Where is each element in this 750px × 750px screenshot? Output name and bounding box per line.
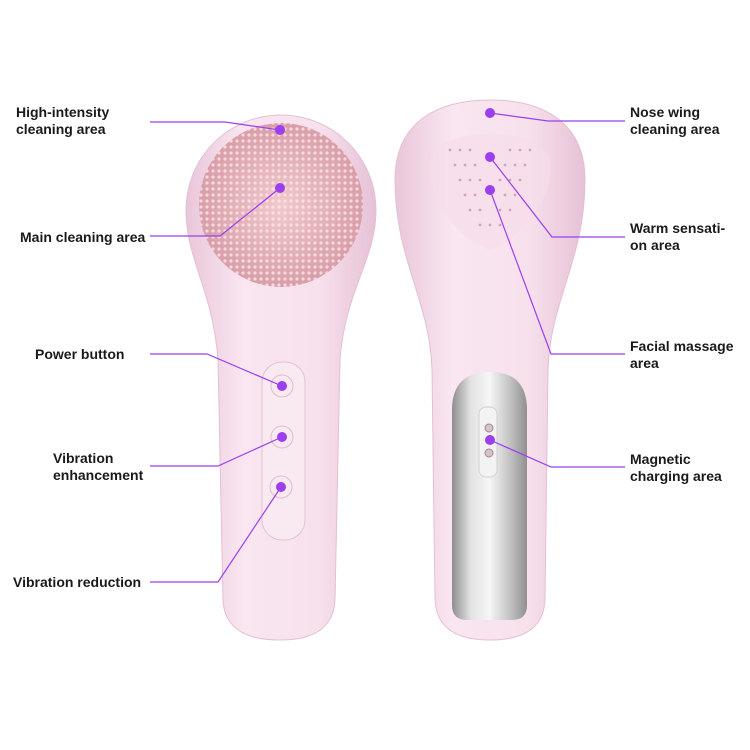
button-panel bbox=[261, 361, 306, 541]
label-magnetic-charging: Magnetic charging area bbox=[630, 451, 722, 484]
leader-lines bbox=[150, 112, 625, 583]
label-main-cleaning: Main cleaning area bbox=[20, 229, 146, 245]
label-nose-wing: Nose wing cleaning area bbox=[630, 104, 720, 137]
label-facial-massage: Facial massage area bbox=[630, 338, 734, 371]
label-vibration-enhancement: Vibration enhancement bbox=[53, 450, 144, 483]
label-vibration-reduction: Vibration reduction bbox=[13, 574, 142, 590]
vibration-down-button bbox=[269, 475, 293, 499]
label-warm-sensation: Warm sensati- on area bbox=[630, 220, 726, 253]
massage-dots bbox=[448, 148, 532, 227]
power-button bbox=[270, 374, 294, 398]
metal-plate bbox=[452, 372, 527, 620]
label-power-button: Power button bbox=[35, 346, 125, 362]
callout-dots bbox=[275, 108, 495, 492]
label-high-intensity: High-intensity cleaning area bbox=[16, 104, 110, 137]
back-device bbox=[394, 99, 586, 641]
front-device bbox=[185, 114, 377, 641]
vibration-up-button bbox=[270, 425, 294, 449]
